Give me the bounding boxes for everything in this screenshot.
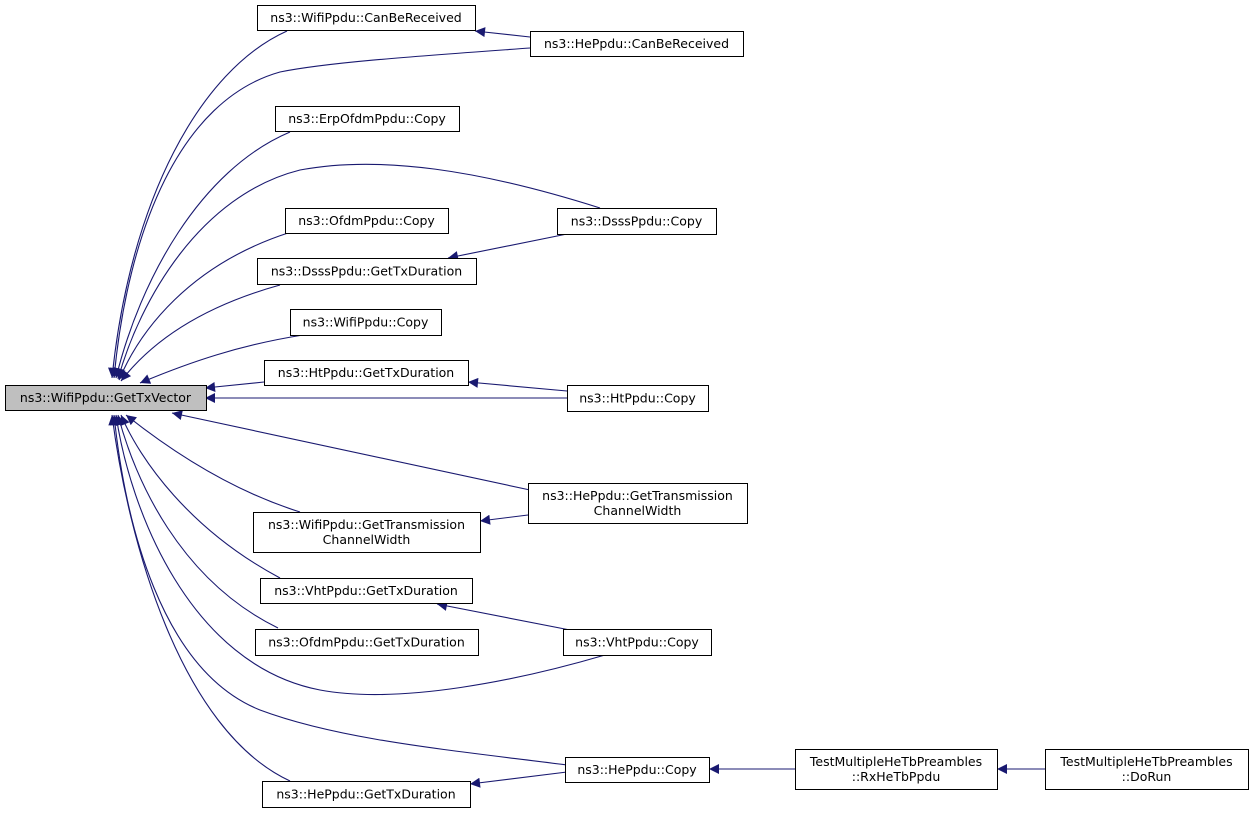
node-ofdm-gettxduration-label: ns3::OfdmPpdu::GetTxDuration	[268, 635, 465, 650]
edge-vht-gettxduration-to-root	[120, 414, 281, 579]
edge-he-gettransmission-to-wifi-gettransmission	[479, 514, 529, 525]
edge-vht-copy-to-vht-gettxduration	[436, 601, 571, 631]
edge-he-gettransmission-to-root	[171, 410, 531, 491]
node-ht-gettxduration-label: ns3::HtPpdu::GetTxDuration	[278, 365, 454, 380]
node-wifi-canbereceived[interactable]: ns3::WifiPpdu::CanBeReceived	[257, 5, 476, 31]
node-ofdm-gettxduration[interactable]: ns3::OfdmPpdu::GetTxDuration	[255, 629, 479, 656]
node-test-rxhetbppdu[interactable]: TestMultipleHeTbPreambles ::RxHeTbPpdu	[795, 749, 998, 790]
node-wifi-copy-label: ns3::WifiPpdu::Copy	[303, 315, 429, 330]
node-he-gettransmission-label: ns3::HePpdu::GetTransmission	[542, 488, 733, 503]
node-erpofdm-copy-label: ns3::ErpOfdmPpdu::Copy	[288, 111, 446, 126]
node-dsss-copy[interactable]: ns3::DsssPpdu::Copy	[557, 208, 717, 235]
node-test-rxhetbppdu-label: TestMultipleHeTbPreambles	[809, 754, 982, 769]
edge-wifi-canbereceived-to-root	[108, 30, 288, 379]
node-vht-copy[interactable]: ns3::VhtPpdu::Copy	[563, 629, 712, 656]
node-ofdm-copy-label: ns3::OfdmPpdu::Copy	[298, 213, 435, 228]
node-vht-gettxduration-label: ns3::VhtPpdu::GetTxDuration	[274, 583, 458, 598]
node-test-dorun-label-2: ::DoRun	[1122, 769, 1172, 784]
edge-he-canbereceived-to-root	[109, 47, 531, 379]
edge-wifi-gettransmission-to-root	[125, 414, 301, 513]
node-vht-copy-label: ns3::VhtPpdu::Copy	[575, 635, 699, 650]
edge-he-copy-to-he-gettxduration	[469, 771, 568, 788]
edge-ofdm-copy-to-root	[118, 232, 289, 381]
node-he-gettransmission[interactable]: ns3::HePpdu::GetTransmission ChannelWidt…	[528, 483, 748, 524]
node-root[interactable]: ns3::WifiPpdu::GetTxVector	[5, 385, 207, 411]
node-he-copy[interactable]: ns3::HePpdu::Copy	[565, 757, 710, 783]
node-wifi-canbereceived-label: ns3::WifiPpdu::CanBeReceived	[270, 10, 461, 25]
node-vht-gettxduration[interactable]: ns3::VhtPpdu::GetTxDuration	[260, 578, 473, 604]
edge-dsss-copy-to-dsss-gettxduration	[447, 233, 568, 261]
node-he-gettransmission-label-2: ChannelWidth	[594, 503, 682, 518]
edge-he-gettxduration-to-root	[108, 414, 291, 782]
node-ht-copy-label: ns3::HtPpdu::Copy	[579, 391, 696, 406]
node-dsss-gettxduration[interactable]: ns3::DsssPpdu::GetTxDuration	[257, 258, 477, 285]
node-ht-copy[interactable]: ns3::HtPpdu::Copy	[567, 385, 709, 412]
edge-he-canbereceived-to-wifi-canbereceived	[474, 27, 531, 38]
node-test-dorun[interactable]: TestMultipleHeTbPreambles ::DoRun	[1045, 749, 1249, 790]
edge-wifi-copy-to-root	[139, 334, 304, 384]
node-he-gettxduration[interactable]: ns3::HePpdu::GetTxDuration	[262, 781, 471, 808]
node-wifi-gettransmission[interactable]: ns3::WifiPpdu::GetTransmission ChannelWi…	[253, 512, 481, 553]
node-dsss-gettxduration-label: ns3::DsssPpdu::GetTxDuration	[271, 264, 462, 279]
node-he-canbereceived[interactable]: ns3::HePpdu::CanBeReceived	[530, 31, 744, 57]
edge-ht-copy-to-ht-gettxduration	[467, 377, 568, 392]
node-wifi-gettransmission-label: ns3::WifiPpdu::GetTransmission	[268, 517, 465, 532]
node-ofdm-copy[interactable]: ns3::OfdmPpdu::Copy	[285, 208, 449, 234]
node-he-copy-label: ns3::HePpdu::Copy	[577, 762, 697, 777]
edge-erpofdm-copy-to-root	[113, 131, 291, 379]
node-ht-gettxduration[interactable]: ns3::HtPpdu::GetTxDuration	[264, 360, 469, 386]
node-erpofdm-copy[interactable]: ns3::ErpOfdmPpdu::Copy	[275, 106, 460, 132]
node-wifi-copy[interactable]: ns3::WifiPpdu::Copy	[290, 309, 442, 336]
edge-ofdm-gettxduration-to-root	[115, 414, 279, 629]
edge-dsss-gettxduration-to-root	[120, 284, 281, 382]
node-test-dorun-label: TestMultipleHeTbPreambles	[1059, 754, 1232, 769]
node-dsss-copy-label: ns3::DsssPpdu::Copy	[571, 214, 703, 229]
edges	[108, 27, 1045, 788]
node-he-canbereceived-label: ns3::HePpdu::CanBeReceived	[544, 36, 729, 51]
node-test-rxhetbppdu-label-2: ::RxHeTbPpdu	[852, 769, 941, 784]
node-wifi-gettransmission-label-2: ChannelWidth	[323, 532, 411, 547]
node-he-gettxduration-label: ns3::HePpdu::GetTxDuration	[276, 787, 455, 802]
edge-vht-copy-to-root	[112, 414, 606, 696]
node-root-label: ns3::WifiPpdu::GetTxVector	[20, 390, 192, 405]
edge-ht-gettxduration-to-root	[204, 381, 265, 392]
edge-dsss-copy-to-root	[115, 163, 601, 380]
